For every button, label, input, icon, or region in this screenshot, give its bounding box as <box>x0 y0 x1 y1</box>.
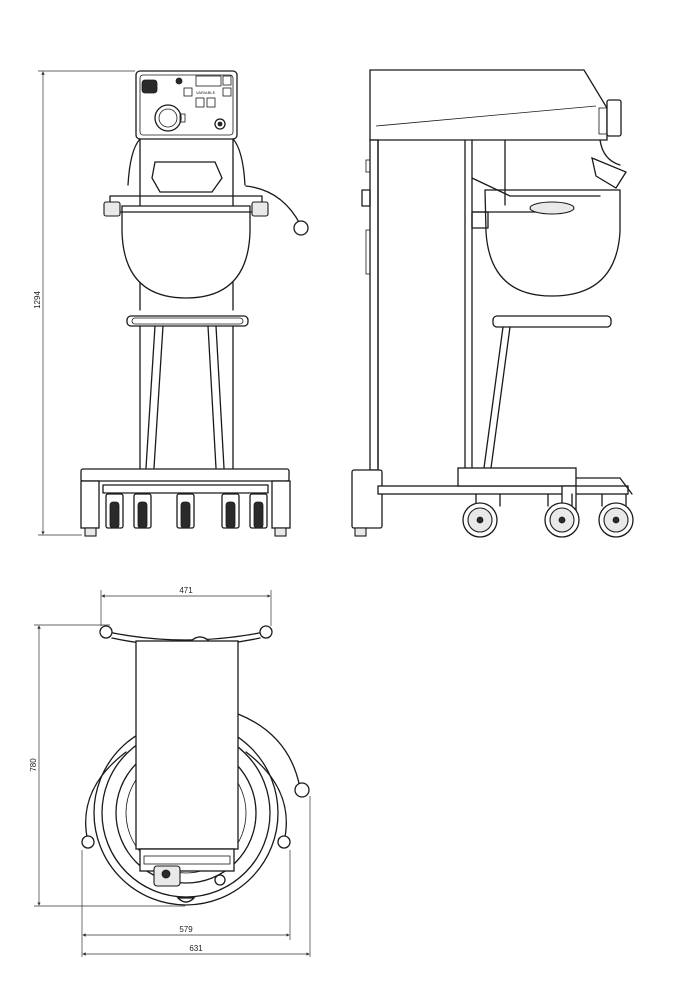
side-casters <box>462 493 634 538</box>
width-overall-dimension: 631 <box>82 796 311 957</box>
mixing-bowl <box>103 185 309 299</box>
height-dimension-label: 1294 <box>33 291 42 309</box>
speed-label: VARIABLE <box>196 90 216 95</box>
side-view <box>351 69 634 538</box>
depth-dimension-label: 780 <box>29 758 38 772</box>
timer-button[interactable] <box>222 87 232 97</box>
display-button[interactable] <box>222 75 232 86</box>
width-wheels-label: 579 <box>179 925 193 934</box>
top-view: 471 780 <box>29 586 311 957</box>
stop-button[interactable] <box>206 97 216 108</box>
front-view: 1294 VARIABLE <box>33 70 309 537</box>
bowl-lift-handle[interactable] <box>293 220 309 236</box>
brand-logo-icon <box>141 79 158 94</box>
width-top-dimension: 471 <box>100 586 272 626</box>
width-wheels-dimension: 579 <box>81 850 291 957</box>
height-dimension: 1294 <box>33 70 135 536</box>
start-button[interactable] <box>195 97 205 108</box>
width-overall-label: 631 <box>189 944 203 953</box>
front-casters <box>105 493 268 529</box>
width-top-label: 471 <box>179 586 193 595</box>
control-panel: VARIABLE <box>135 70 238 140</box>
depth-dimension: 780 <box>29 624 185 907</box>
power-indicator-icon <box>175 77 183 85</box>
